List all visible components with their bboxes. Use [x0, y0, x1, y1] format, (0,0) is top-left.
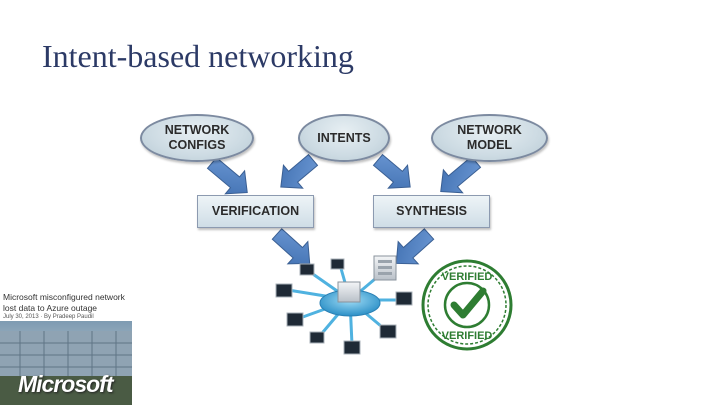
node-network-configs-line2: CONFIGS [168, 138, 226, 152]
node-synthesis: SYNTHESIS [373, 195, 490, 228]
node-verification-label: VERIFICATION [211, 204, 300, 218]
slide-title: Intent-based networking [42, 38, 354, 74]
node-synthesis-label: SYNTHESIS [396, 204, 467, 218]
arrow-verification-to-network [271, 228, 311, 265]
network-topology-illustration [275, 255, 413, 355]
node-intents: INTENTS [298, 114, 390, 162]
node-network-model-line1: NETWORK [457, 123, 522, 137]
news-clipping: Microsoft misconfigured network lost dat… [0, 286, 132, 405]
node-network-model-line2: MODEL [466, 138, 513, 152]
arrow-synthesis-to-network [395, 228, 435, 265]
arrow-configs-to-verification [206, 156, 248, 195]
node-network-configs: NETWORK CONFIGS [140, 114, 254, 162]
node-network-configs-line1: NETWORK [164, 123, 230, 137]
microsoft-building-photo: Microsoft [0, 321, 132, 405]
microsoft-logo: Microsoft [18, 371, 113, 397]
badge-text-bottom: VERIFIED [442, 330, 493, 342]
node-intents-label: INTENTS [317, 130, 371, 145]
news-date: July 30, 2013 · By Pradeep Paudil [3, 314, 94, 320]
node-verification: VERIFICATION [197, 195, 314, 228]
news-headline-line2: lost data to Azure outage [3, 303, 98, 313]
node-network-model: NETWORK MODEL [431, 114, 548, 162]
arrow-intents-to-verification [280, 153, 319, 189]
building-illustration [0, 331, 132, 405]
verified-badge-icon: VERIFIED VERIFIED [421, 259, 513, 351]
arrow-intents-to-synthesis [372, 153, 411, 189]
news-headline-line1: Microsoft misconfigured network [3, 292, 125, 302]
badge-text-top: VERIFIED [442, 271, 493, 283]
